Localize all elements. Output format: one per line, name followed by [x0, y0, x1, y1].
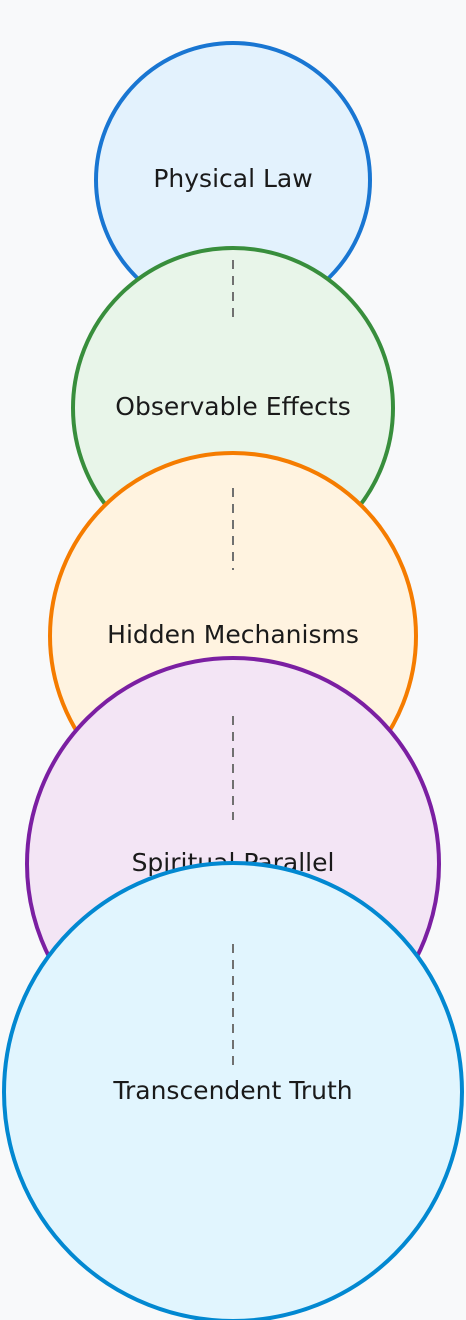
layer-label-hidden-mechanisms: Hidden Mechanisms	[107, 620, 359, 649]
layer-label-transcendent-truth: Transcendent Truth	[112, 1076, 352, 1105]
layer-circle-transcendent-truth-outline	[2, 861, 464, 1320]
layer-circle-physical-law	[96, 43, 370, 317]
layer-label-physical-law: Physical Law	[153, 164, 312, 193]
layer-transcendent-truth: Transcendent Truth	[2, 861, 464, 1320]
layer-label-observable-effects: Observable Effects	[115, 392, 350, 421]
layer-physical-law: Physical Law	[94, 41, 372, 319]
layer-circle-transcendent-truth	[4, 863, 462, 1320]
